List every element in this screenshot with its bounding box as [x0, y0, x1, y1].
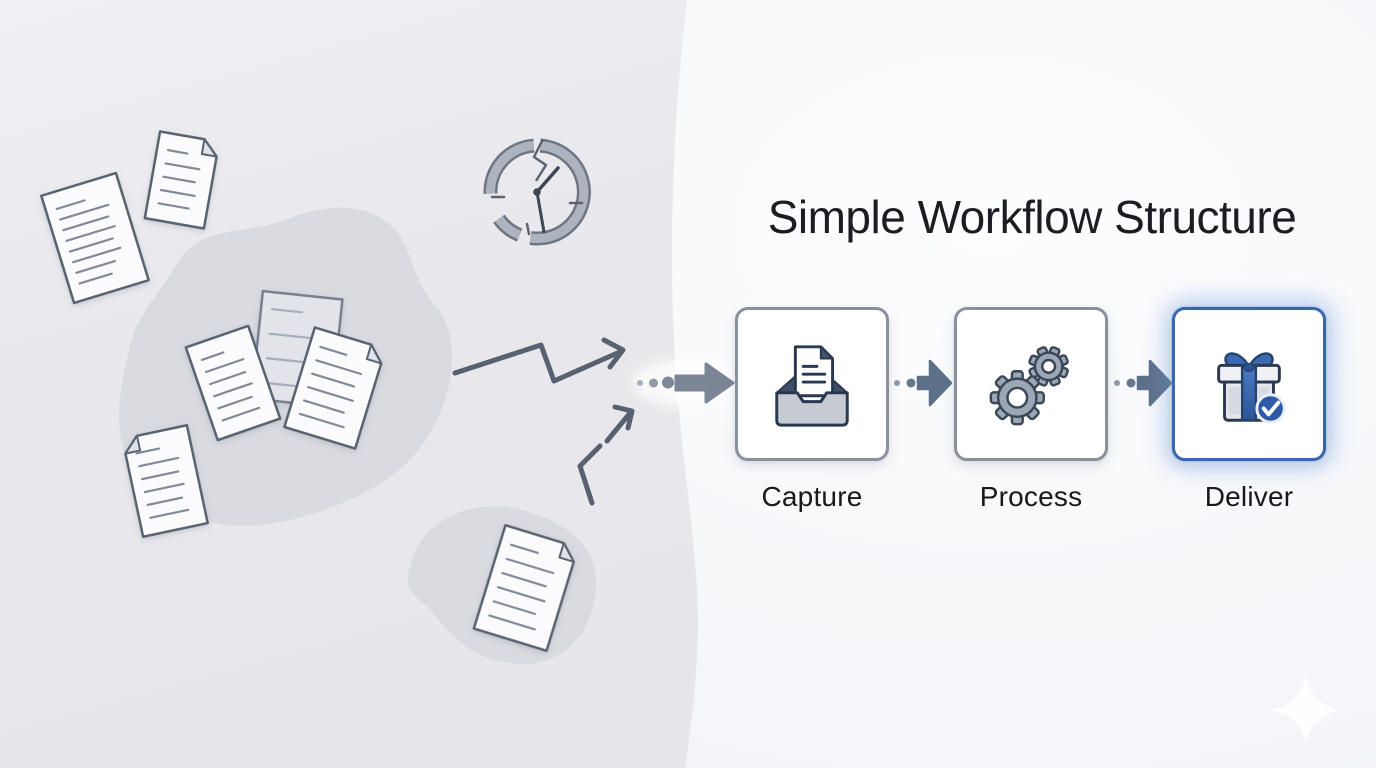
document-icon [184, 324, 282, 442]
document-icon [143, 130, 218, 230]
page-title: Simple Workflow Structure [767, 191, 1297, 243]
capture-label: Capture [761, 481, 863, 512]
zigzag-arrow-icon [452, 337, 626, 384]
connector-arrow-icon [894, 359, 953, 407]
broken-clock-icon [483, 138, 591, 246]
workflow-step-capture: Capture [735, 307, 889, 513]
deliver-label: Deliver [1204, 481, 1294, 512]
document-icon [124, 423, 209, 539]
connector-arrow-icon [1114, 359, 1173, 407]
workflow-step-process: Process [954, 307, 1108, 513]
capture-card[interactable] [735, 307, 889, 461]
flow-arrow-icon [632, 359, 744, 407]
workflow-step-deliver: Deliver [1172, 307, 1326, 513]
inbox-document-icon [775, 345, 849, 427]
deliver-card[interactable] [1172, 307, 1326, 461]
process-card[interactable] [954, 307, 1108, 461]
gift-check-icon [1217, 352, 1286, 424]
document-icon [283, 326, 383, 450]
sparkle-icon [1269, 674, 1343, 746]
document-icon [40, 171, 150, 305]
gears-icon [989, 346, 1069, 426]
document-icon [472, 523, 575, 653]
process-label: Process [979, 481, 1083, 512]
bent-arrow-icon [577, 404, 635, 506]
